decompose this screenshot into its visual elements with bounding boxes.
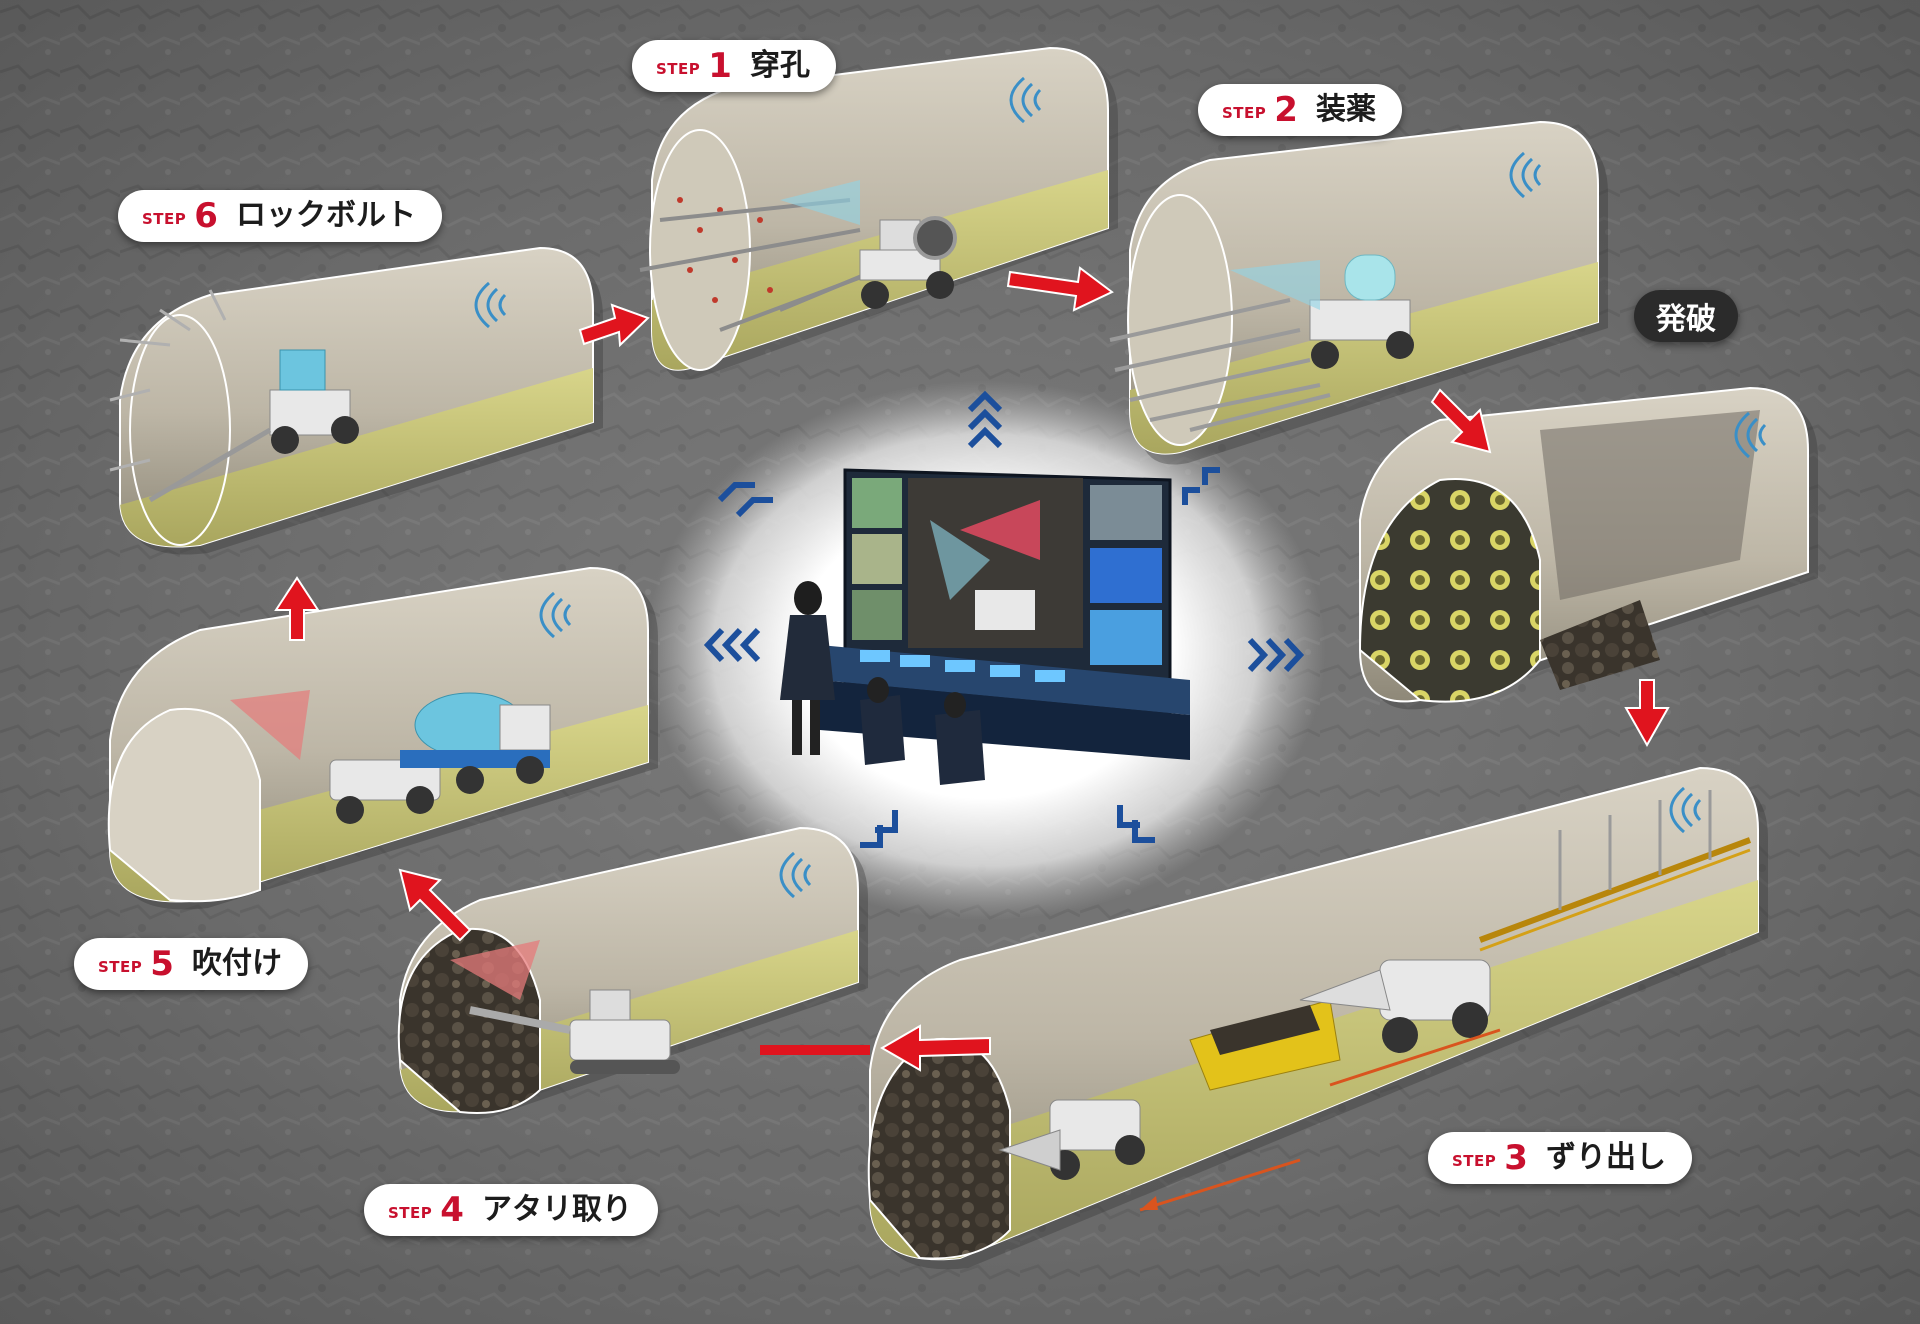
blue-chevron-icon [703, 627, 761, 663]
step-tag: STEP [656, 60, 701, 78]
wifi-icon [779, 851, 812, 899]
step-name: ずり出し [1545, 1140, 1666, 1175]
red-flow-arrow [578, 303, 650, 348]
tunnel-step4-scaling [397, 826, 868, 1120]
step-tag: STEP [142, 210, 187, 228]
step4-label: STEP 4 アタリ取り [364, 1184, 658, 1236]
remote-control-room [780, 468, 1190, 785]
blue-chevron-icon [860, 810, 898, 848]
step-tag: STEP [388, 1204, 433, 1222]
step6-label: STEP 6 ロックボルト [118, 190, 442, 242]
step-name: 吹付け [191, 946, 282, 981]
step-name: 装薬 [1315, 92, 1376, 127]
step-number: 3 [1504, 1138, 1528, 1178]
step-number: 6 [194, 196, 218, 236]
step-name: ロックボルト [235, 198, 416, 233]
red-flow-arrow [1624, 679, 1670, 748]
blue-chevron-icon [967, 390, 1003, 449]
tunnel-step3-mucking [867, 766, 1768, 1270]
tunnel-step1-drilling [639, 46, 1118, 380]
wifi-icon [1009, 76, 1042, 124]
tunnel-step5-shotcrete [107, 566, 658, 910]
blue-chevron-icon [1117, 805, 1155, 843]
step-number: 1 [708, 46, 732, 86]
red-flow-arrow [1006, 266, 1114, 312]
red-flow-arrow [880, 1024, 991, 1072]
red-flow-arrow [1430, 388, 1492, 454]
step3-label: STEP 3 ずり出し [1428, 1132, 1692, 1184]
wifi-icon [1734, 411, 1767, 459]
step-number: 4 [440, 1190, 464, 1230]
wifi-icon [1669, 786, 1702, 834]
blue-chevron-icon [1182, 467, 1220, 505]
blue-chevron-icon [1247, 637, 1305, 673]
blast-label: 発破 [1634, 290, 1738, 342]
step-name: 穿孔 [749, 48, 810, 83]
wifi-icon [539, 591, 572, 639]
tunnel-step6-rockbolt [109, 246, 603, 555]
red-flow-arrow [274, 576, 320, 641]
tunnel-step2-charging [1109, 120, 1608, 465]
step-number: 5 [150, 944, 174, 984]
step1-label: STEP 1 穿孔 [632, 40, 836, 92]
step2-label: STEP 2 装薬 [1198, 84, 1402, 136]
step-tag: STEP [1222, 104, 1267, 122]
tunnel-blasting [1358, 386, 1818, 710]
wifi-icon [1509, 151, 1542, 199]
step-tag: STEP [1452, 1152, 1497, 1170]
step-tag: STEP [98, 958, 143, 976]
red-flow-arrow [398, 868, 472, 942]
step-name: アタリ取り [481, 1192, 632, 1227]
blue-chevron-icon [717, 482, 773, 518]
step-number: 2 [1274, 90, 1298, 130]
wifi-icon [474, 281, 507, 329]
step5-label: STEP 5 吹付け [74, 938, 308, 990]
